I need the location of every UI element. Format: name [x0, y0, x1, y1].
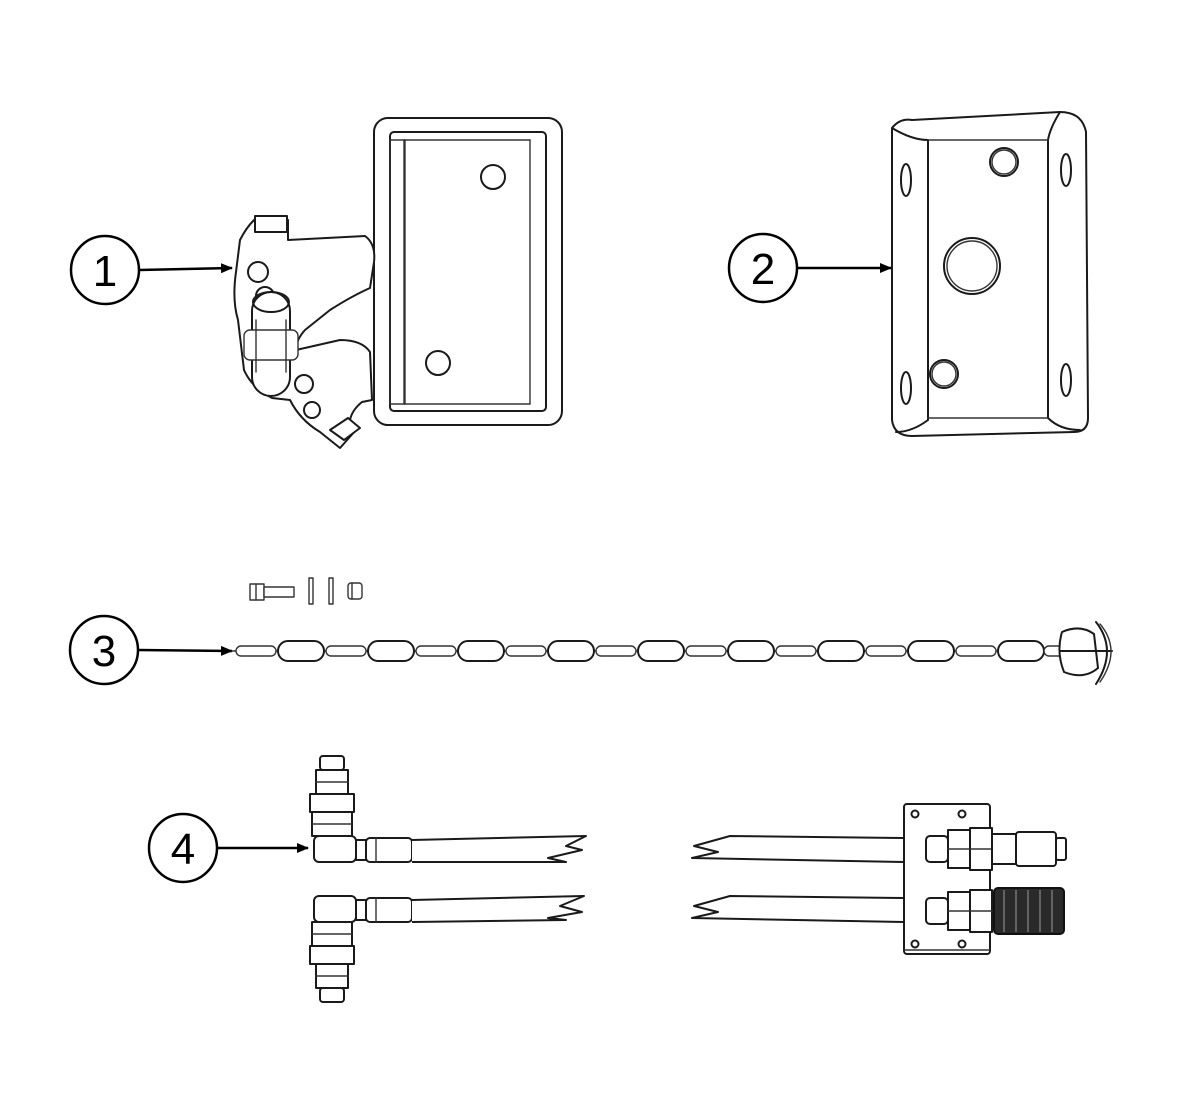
callout-3-label: 3: [92, 627, 116, 676]
hydraulic-hose-kit-icon: [309, 755, 1067, 1003]
safety-chain-with-hardware-icon: [231, 577, 1113, 685]
callout-2-label: 2: [751, 245, 775, 294]
callout-4-label: 4: [171, 825, 195, 874]
chain-hardware-icon: [249, 577, 363, 605]
callout-4: 4: [147, 812, 309, 884]
callout-3: 3: [68, 614, 233, 686]
latch-bracket-assembly-icon: [233, 117, 563, 449]
male-quick-coupler-icon: [925, 827, 1067, 871]
mounting-bracket-icon: [891, 111, 1089, 437]
callout-1-leader-arrow: [138, 263, 233, 274]
female-quick-coupler-icon: [925, 887, 1065, 935]
callout-2: 2: [727, 232, 892, 304]
callout-1: 1: [69, 234, 233, 306]
chain-links-icon: [235, 640, 1065, 662]
lower-elbow-fitting-icon: [309, 895, 413, 1003]
callout-3-leader-arrow: [137, 645, 233, 656]
callout-1-label: 1: [93, 247, 117, 296]
upper-elbow-fitting-icon: [309, 755, 413, 863]
